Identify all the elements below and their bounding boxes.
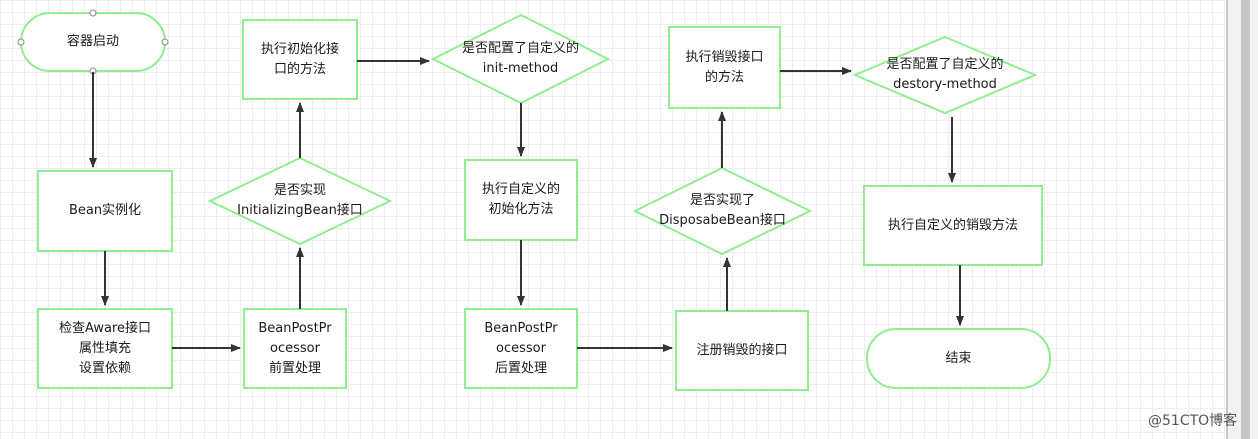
node-text-line: destory-method bbox=[893, 77, 997, 92]
node-text-line: 执行销毁接口 bbox=[685, 49, 764, 65]
connection-handle-left[interactable] bbox=[17, 38, 25, 46]
node-text-line: 口的方法 bbox=[273, 61, 326, 77]
node-text-line: DisposabeBean接口 bbox=[659, 213, 786, 228]
node-text-line: 执行自定义的 bbox=[481, 182, 560, 197]
bean-instantiation-box[interactable] bbox=[37, 170, 173, 252]
init-method-decision-label: 是否配置了自定义的 init-method bbox=[433, 15, 608, 103]
connection-handle-right[interactable] bbox=[161, 38, 169, 46]
custom-destroy-method-label: 执行自定义的销毁方法 bbox=[864, 186, 1042, 265]
node-text-line: 注册销毁的接口 bbox=[696, 342, 788, 358]
node-text-line: 执行初始化接 bbox=[260, 41, 339, 57]
initializing-bean-decision[interactable] bbox=[207, 156, 393, 246]
check-aware-box[interactable] bbox=[37, 308, 173, 389]
destroy-method-decision-label: 是否配置了自定义的 destory-method bbox=[855, 37, 1035, 113]
custom-init-method-box[interactable] bbox=[464, 159, 578, 241]
bean-post-processor-after-label: BeanPostPr ocessor 后置处理 bbox=[465, 309, 577, 388]
node-text-line: 是否实现了 bbox=[689, 193, 755, 208]
node-text-line: 执行自定义的销毁方法 bbox=[887, 217, 1018, 233]
disposable-bean-decision-label: 是否实现了 DisposabeBean接口 bbox=[635, 168, 810, 254]
node-text-line: 的方法 bbox=[704, 69, 744, 85]
node-text-line: ocessor bbox=[496, 340, 546, 356]
init-interface-method-box[interactable] bbox=[242, 19, 358, 100]
node-text-line: init-method bbox=[482, 61, 559, 76]
initializing-bean-decision-label: 是否实现 InitializingBean接口 bbox=[210, 158, 390, 244]
node-text-line: 容器启动 bbox=[66, 34, 119, 49]
node-text-line: 前置处理 bbox=[268, 360, 321, 376]
node-text-line: Bean实例化 bbox=[68, 203, 142, 218]
register-destroy-label: 注册销毁的接口 bbox=[676, 311, 808, 390]
watermark: @51CTO博客 bbox=[1148, 413, 1238, 429]
destroy-method-decision[interactable] bbox=[852, 35, 1038, 115]
bean-post-processor-after-box[interactable] bbox=[464, 308, 578, 389]
destroy-interface-method-box[interactable] bbox=[668, 26, 781, 109]
end-terminator[interactable] bbox=[866, 328, 1051, 389]
start-label: 容器启动 bbox=[21, 13, 165, 71]
node-text-line: 是否配置了自定义的 bbox=[461, 41, 579, 56]
end-label: 结束 bbox=[867, 329, 1050, 388]
node-text-line: 是否实现 bbox=[273, 183, 326, 198]
bean-instantiation-label: Bean实例化 bbox=[38, 171, 172, 251]
vertical-scrollbar[interactable] bbox=[1241, 0, 1250, 439]
destroy-interface-method-label: 执行销毁接口的方法 bbox=[669, 27, 780, 108]
check-aware-label: 检查Aware接口属性填充设置依赖 bbox=[38, 309, 172, 388]
node-text-line: InitializingBean接口 bbox=[237, 203, 363, 218]
node-text-line: 结束 bbox=[945, 350, 972, 366]
bean-post-processor-before-box[interactable] bbox=[243, 308, 347, 389]
register-destroy-box[interactable] bbox=[675, 310, 809, 391]
node-text-line: 设置依赖 bbox=[78, 360, 131, 376]
node-text-line: 初始化方法 bbox=[488, 202, 554, 217]
bean-post-processor-before-label: BeanPostPr ocessor 前置处理 bbox=[244, 309, 346, 388]
connection-handle-top[interactable] bbox=[89, 9, 97, 17]
custom-destroy-method-box[interactable] bbox=[863, 185, 1043, 266]
node-text-line: 后置处理 bbox=[494, 360, 547, 376]
init-interface-method-label: 执行初始化接口的方法 bbox=[243, 20, 357, 99]
node-text-line: BeanPostPr bbox=[258, 320, 332, 336]
node-text-line: 检查Aware接口 bbox=[58, 320, 152, 336]
node-text-line: 属性填充 bbox=[78, 340, 131, 356]
node-text-line: BeanPostPr bbox=[484, 320, 558, 336]
node-text-line: ocessor bbox=[270, 340, 320, 356]
disposable-bean-decision[interactable] bbox=[632, 166, 813, 256]
custom-init-method-label: 执行自定义的初始化方法 bbox=[465, 160, 577, 240]
node-text-line: 是否配置了自定义的 bbox=[886, 57, 1004, 72]
